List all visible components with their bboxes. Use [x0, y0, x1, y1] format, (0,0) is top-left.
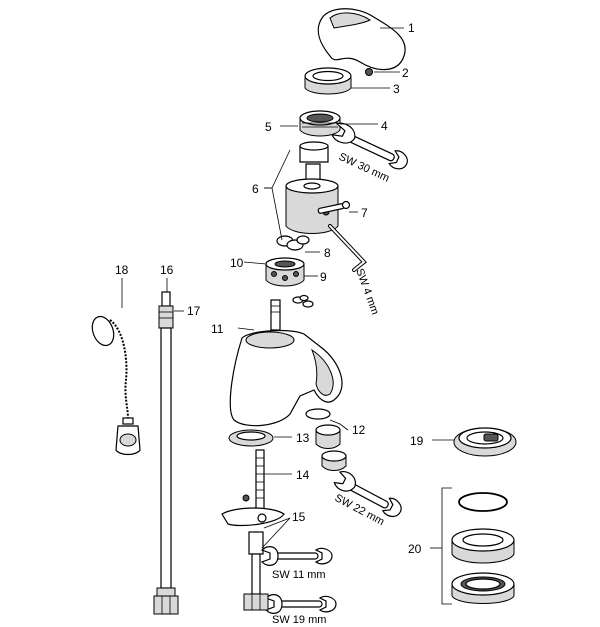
callout-10: 10 — [230, 256, 244, 270]
part-bottom-nut — [243, 593, 269, 611]
wrench-sw11 — [260, 546, 333, 566]
callout-12: 12 — [352, 423, 366, 437]
wrench-sw22 — [333, 470, 402, 517]
callout-6: 6 — [252, 182, 259, 196]
allen-key-sw4 — [328, 224, 367, 272]
callout-3: 3 — [393, 82, 400, 96]
part-4-5-threaded-nut — [299, 110, 341, 137]
callout-11: 11 — [211, 322, 224, 336]
tool-label-sw19: SW 19 mm — [272, 614, 326, 626]
callout-18: 18 — [115, 263, 129, 277]
part-small-washers — [292, 294, 314, 308]
leader-lines — [121, 27, 454, 549]
callout-14: 14 — [296, 468, 310, 482]
part-8-o-rings — [276, 235, 310, 251]
part-11-faucet-body — [229, 329, 343, 427]
part-13-base-gasket — [228, 429, 274, 447]
part-inlet-stub — [270, 299, 281, 331]
wrench-sw19 — [264, 594, 337, 614]
part-3-cover-ring — [304, 67, 352, 95]
callout-4: 4 — [381, 119, 388, 133]
wrench-sw30 — [331, 122, 408, 170]
callout-9: 9 — [320, 270, 327, 284]
callout-2: 2 — [402, 66, 409, 80]
part-7-pin — [317, 200, 351, 214]
part-15-mounting-plate — [221, 507, 285, 595]
part-9-10-base-insert — [265, 257, 305, 287]
part-18-plug-chain — [91, 315, 141, 456]
part-19-drain-flange — [453, 427, 517, 457]
part-16-17-flex-hose — [153, 291, 179, 615]
part-6-cartridge — [285, 141, 339, 234]
callout-15: 15 — [292, 510, 306, 524]
callout-8: 8 — [324, 246, 331, 260]
tool-label-sw11: SW 11 mm — [272, 569, 326, 581]
callout-20: 20 — [408, 542, 422, 556]
callout-19: 19 — [410, 434, 424, 448]
callout-13: 13 — [296, 431, 310, 445]
callout-17: 17 — [187, 304, 201, 318]
part-12-aerator — [305, 408, 347, 471]
callout-1: 1 — [408, 21, 415, 35]
part-2-set-screw — [365, 68, 373, 76]
part-1-lever-handle — [317, 8, 406, 71]
tool-label-sw4: SW 4 mm — [353, 267, 381, 316]
callout-5: 5 — [265, 120, 272, 134]
part-14-threaded-rod — [242, 449, 265, 511]
part-20-drain-assembly — [441, 487, 515, 605]
callout-16: 16 — [160, 263, 174, 277]
callout-7: 7 — [361, 206, 368, 220]
